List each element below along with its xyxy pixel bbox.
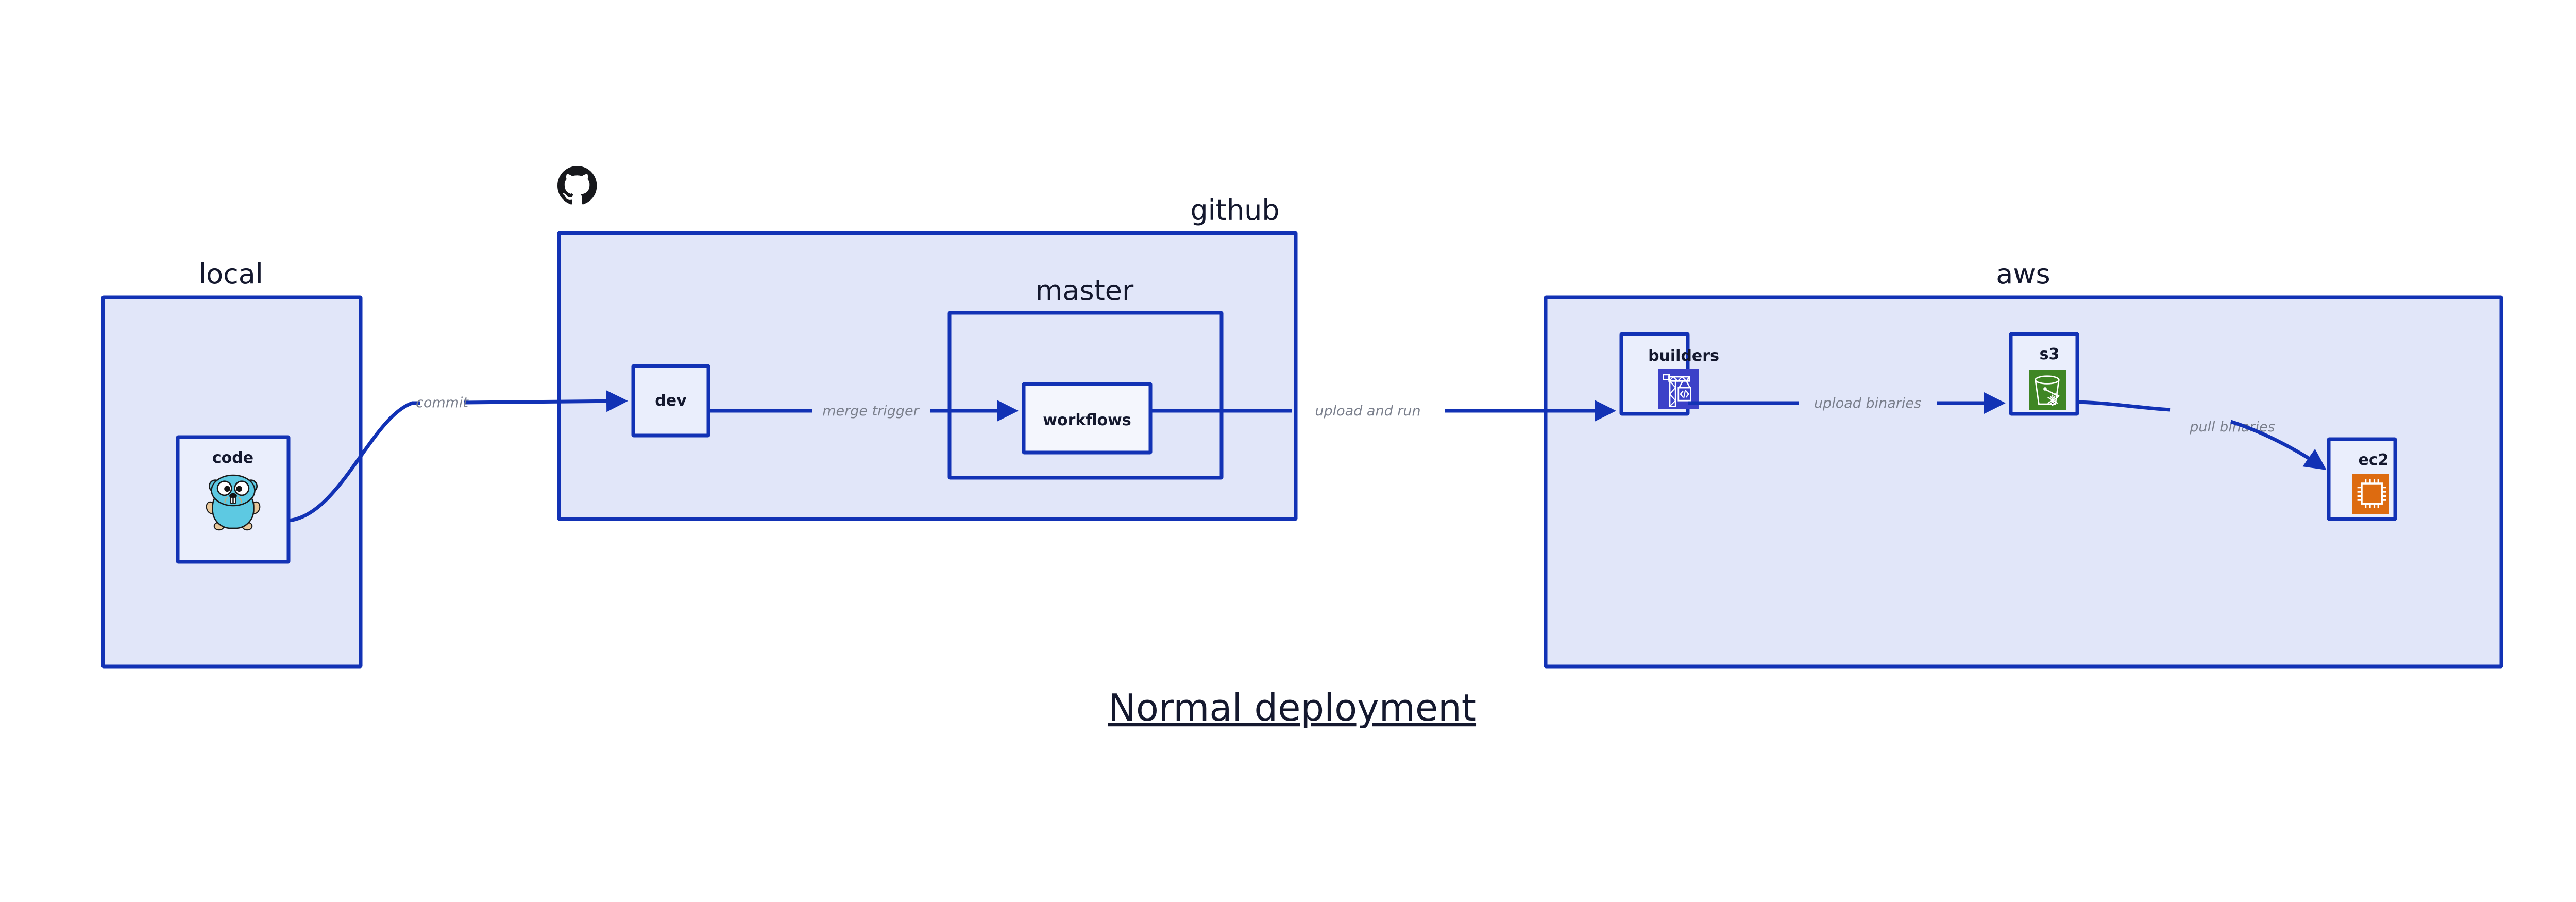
group-label-master: master: [1036, 274, 1134, 307]
node-label-s3: s3: [2040, 345, 2060, 363]
edge-pull-binaries-left: [2077, 400, 2171, 412]
diagram-caption: Normal deployment: [1108, 686, 1476, 729]
node-label-ec2: ec2: [2358, 451, 2388, 469]
group-box-aws: [1544, 295, 2503, 669]
edge-label-upload-binaries: upload binaries: [1814, 395, 1921, 411]
aws-ec2-icon-bg: [2352, 474, 2389, 514]
node-label-dev: dev: [655, 392, 687, 410]
node-label-code: code: [212, 449, 253, 467]
group-label-local: local: [198, 258, 263, 290]
node-box-workflows[interactable]: [1022, 382, 1153, 455]
edge-label-commit: commit: [416, 395, 469, 411]
edge-pull-binaries-arrow: [2230, 420, 2327, 471]
node-box-dev[interactable]: [631, 364, 710, 438]
node-label-builders: builders: [1648, 347, 1719, 365]
edge-commit-arrow: [463, 390, 628, 412]
edge-label-merge-trigger: merge trigger: [822, 403, 920, 419]
node-label-workflows: workflows: [1043, 411, 1131, 429]
edge-commit-path: [288, 401, 420, 523]
group-label-aws: aws: [1996, 258, 2050, 290]
group-label-github: github: [1190, 194, 1279, 226]
edge-label-upload-and-run: upload and run: [1315, 403, 1420, 419]
github-octocat-icon: [557, 166, 597, 205]
